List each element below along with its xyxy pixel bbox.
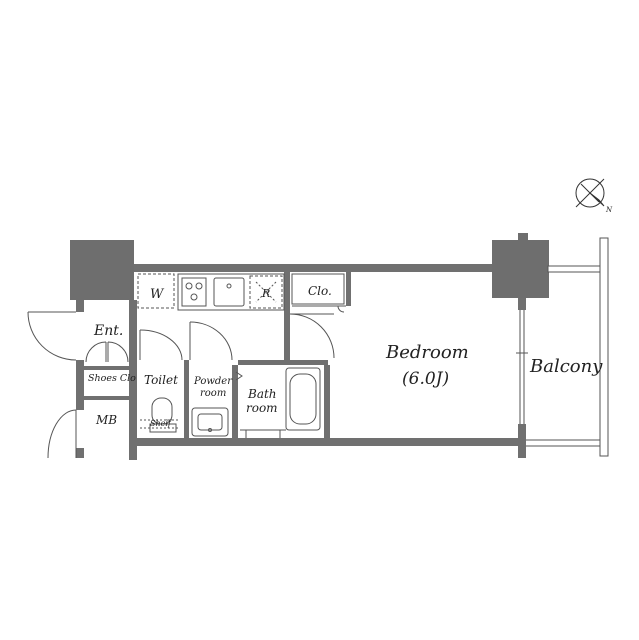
powder-door: [189, 321, 233, 361]
label-powder-1: Powder: [193, 376, 233, 387]
label-entrance: Ent.: [93, 323, 123, 339]
label-washer: W: [150, 287, 165, 302]
label-closet: Clo.: [308, 284, 332, 298]
label-balcony: Balcony: [529, 356, 603, 377]
powder-sink: [191, 371, 243, 437]
label-bedroom-size: (6.0J): [402, 369, 449, 389]
label-bath-2: room: [246, 401, 278, 415]
label-bedroom: Bedroom: [385, 342, 469, 363]
toilet-fixture: [140, 397, 180, 433]
column-left: [70, 240, 134, 300]
label-refrigerator: R: [261, 287, 270, 300]
label-meter-box: MB: [95, 413, 117, 427]
bedroom-door: [289, 313, 335, 359]
compass-icon: [575, 178, 605, 208]
label-powder-2: room: [200, 388, 226, 399]
label-shelf: Shelf: [150, 419, 173, 428]
toilet-door: [139, 329, 183, 361]
label-compass-north: N: [605, 206, 613, 214]
label-bath-1: Bath: [247, 387, 277, 401]
meter-box-door: [47, 409, 77, 459]
entrance-door: [27, 311, 77, 361]
label-toilet: Toilet: [144, 373, 178, 387]
balcony: [516, 237, 609, 457]
column-right: [492, 240, 549, 298]
kitchen: [137, 273, 345, 311]
walls: [76, 264, 526, 460]
label-shoes-closet: Shoes Clo: [88, 373, 136, 384]
bathtub: [240, 367, 321, 438]
